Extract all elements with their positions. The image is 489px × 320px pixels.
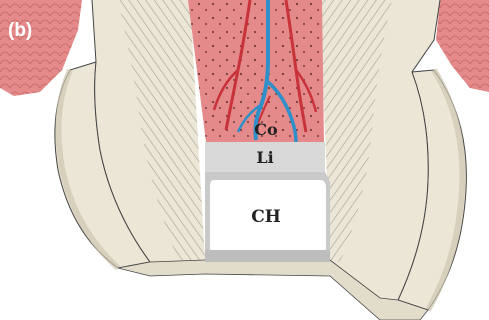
panel-letter: (b) bbox=[8, 20, 32, 41]
label-lamina: Li bbox=[256, 148, 273, 167]
label-cartilage: CH bbox=[251, 207, 281, 227]
label-corium: Co bbox=[254, 120, 278, 139]
skin-fold-right bbox=[436, 0, 489, 92]
